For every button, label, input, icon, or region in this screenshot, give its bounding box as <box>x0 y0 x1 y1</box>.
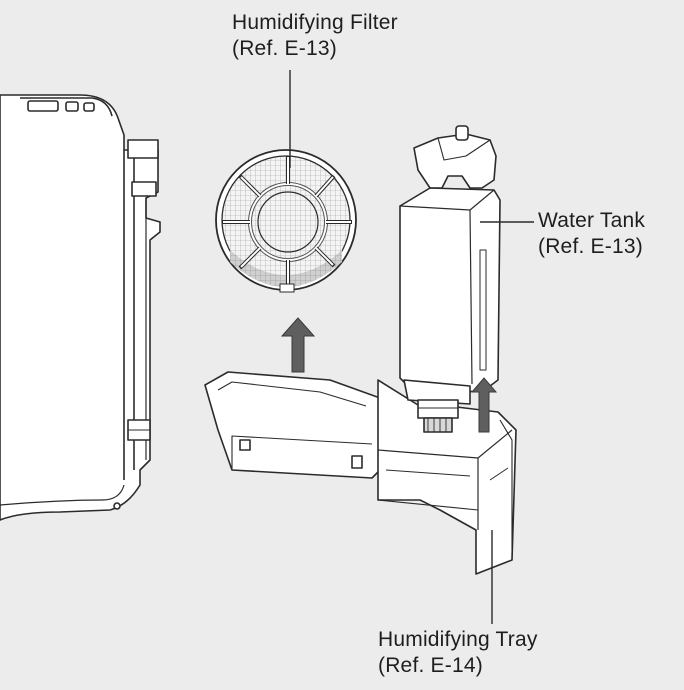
filter-lift-arrow <box>280 317 316 373</box>
water-tank-label: Water Tank (Ref. E-13) <box>538 208 645 260</box>
tank-lift-arrow <box>470 377 498 433</box>
water-tank <box>399 125 501 433</box>
humidifying-filter <box>215 149 357 293</box>
humidifying-filter-ref: (Ref. E-13) <box>232 37 337 60</box>
leader-lines <box>289 70 534 624</box>
humidifying-tray-label: Humidifying Tray (Ref. E-14) <box>378 627 538 679</box>
humidifying-filter-label: Humidifying Filter (Ref. E-13) <box>232 10 398 62</box>
unit-body <box>0 94 161 521</box>
water-tank-ref: (Ref. E-13) <box>538 235 643 258</box>
humidifying-tray-ref: (Ref. E-14) <box>378 654 483 677</box>
humidifying-filter-name: Humidifying Filter <box>232 11 398 34</box>
humidifying-tray-name: Humidifying Tray <box>378 628 538 651</box>
water-tank-name: Water Tank <box>538 209 646 232</box>
